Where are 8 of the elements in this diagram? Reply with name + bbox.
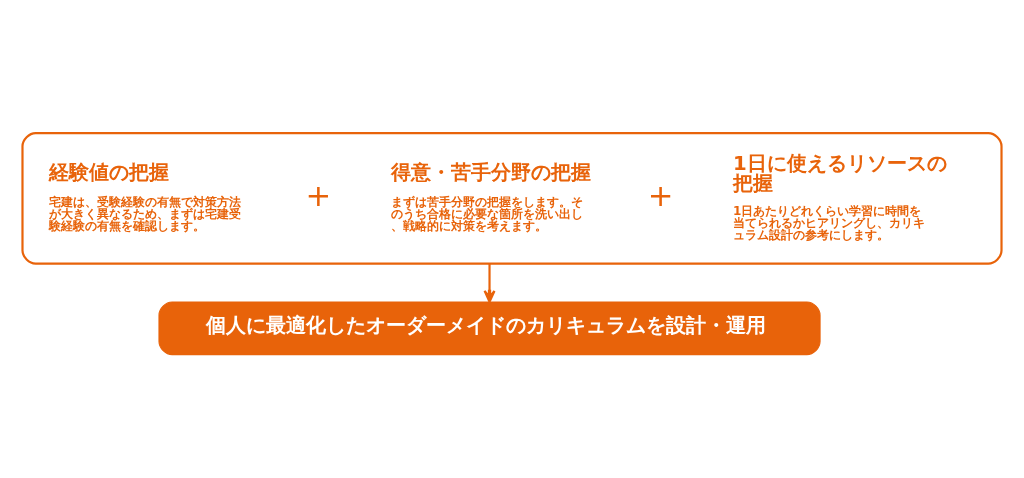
node-text: 1日に使えるリソースの把握 1日あたりどれくらい学習に時間を当てられるかヒアリングし、カリキュラム設計の参考にします。 <box>732 151 947 242</box>
arrow <box>483 263 496 303</box>
node-text: 得意・苦手分野の把握 まずは苦手分野の把握をします。そのうち合格に必要な箇所を洗い出し、戦略的に対策を考えます。 <box>390 160 591 233</box>
label: + <box>647 177 674 213</box>
cluster <box>21 131 1003 265</box>
node-text: 経験値の把握 宅建は、受験経験の有無で対策方法が大きく異なるため、まずは宅建受験経験の有無を確認します。 <box>48 160 241 233</box>
node-box: 個人に最適化したオーダーメイドのカリキュラムを設計・運用 <box>158 300 821 355</box>
label: + <box>305 177 332 213</box>
